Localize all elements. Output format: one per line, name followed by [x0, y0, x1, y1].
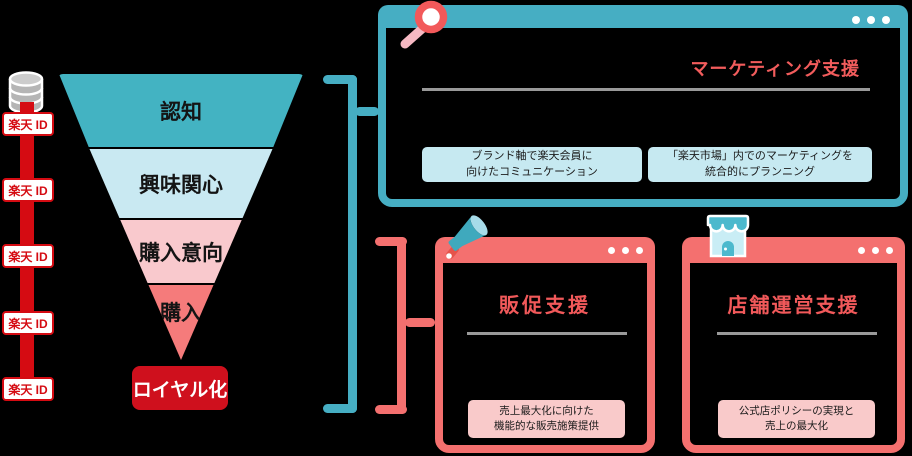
marketing-support-window: マーケティング支援 ブランド軸で楽天会員に 向けたコミュニケーション 「楽天市場… — [378, 5, 908, 207]
funnel-stage-label: 興味関心 — [139, 173, 223, 197]
info-line: 売上最大化に向けた — [499, 405, 594, 418]
loyalization-box: ロイヤル化 — [132, 366, 228, 410]
store-support-window: 店舗運営支援 公式店ポリシーの実現と 売上の最大化 — [682, 237, 905, 453]
window-dots-icon — [858, 247, 893, 254]
rakuten-id-badge: 楽天 ID — [2, 244, 54, 268]
rakuten-id-label: 楽天 ID — [8, 382, 48, 397]
funnel-stage-awareness: 認知 — [59, 74, 303, 147]
window-title: マーケティング支援 — [690, 59, 860, 79]
info-line: 向けたコミュニケーション — [466, 165, 598, 178]
info-line: 統合的にプランニング — [705, 165, 815, 178]
megaphone-icon — [446, 215, 488, 259]
funnel-stage-label: 購入 — [160, 302, 202, 325]
marketing-funnel: 認知 興味関心 購入意向 購入 — [57, 74, 305, 360]
title-divider — [422, 88, 870, 91]
storefront-icon — [706, 214, 750, 258]
info-line: 「楽天市場」内でのマーケティングを — [666, 150, 854, 163]
marketing-info-box: ブランド軸で楽天会員に 向けたコミュニケーション — [422, 147, 642, 182]
rakuten-id-badge: 楽天 ID — [2, 377, 54, 401]
title-divider — [717, 332, 877, 335]
window-title: 販促支援 — [499, 295, 591, 317]
info-line: 機能的な販売施策提供 — [494, 420, 599, 432]
rakuten-id-label: 楽天 ID — [8, 249, 48, 264]
rakuten-id-label: 楽天 ID — [8, 183, 48, 198]
loyalization-label: ロイヤル化 — [132, 379, 228, 401]
rakuten-id-badge: 楽天 ID — [2, 311, 54, 335]
title-divider — [467, 332, 627, 335]
funnel-stage-interest: 興味関心 — [89, 149, 273, 218]
info-line: 売上の最大化 — [765, 420, 828, 432]
window-dots-icon — [852, 16, 890, 24]
marketing-info-box: 「楽天市場」内でのマーケティングを 統合的にプランニング — [648, 147, 872, 182]
promotion-support-window: 販促支援 売上最大化に向けた 機能的な販売施策提供 — [435, 237, 655, 453]
info-line: ブランド軸で楽天会員に — [471, 150, 593, 163]
rakuten-id-label: 楽天 ID — [8, 316, 48, 331]
window-dots-icon — [608, 247, 643, 254]
store-info-box: 公式店ポリシーの実現と 売上の最大化 — [718, 400, 875, 438]
promotion-info-box: 売上最大化に向けた 機能的な販売施策提供 — [468, 400, 625, 438]
info-line: 公式店ポリシーの実現と — [738, 405, 855, 418]
funnel-stage-purchase: 購入 — [148, 285, 214, 360]
window-titlebar — [378, 5, 908, 28]
funnel-stage-label: 認知 — [160, 100, 202, 124]
funnel-stage-label: 購入意向 — [139, 241, 223, 265]
rakuten-id-badge: 楽天 ID — [2, 112, 54, 136]
window-title: 店舗運営支援 — [727, 295, 860, 317]
rakuten-id-badge: 楽天 ID — [2, 178, 54, 202]
funnel-stage-intent: 購入意向 — [120, 220, 242, 283]
magnifier-icon — [400, 0, 448, 49]
rakuten-id-label: 楽天 ID — [8, 117, 48, 132]
